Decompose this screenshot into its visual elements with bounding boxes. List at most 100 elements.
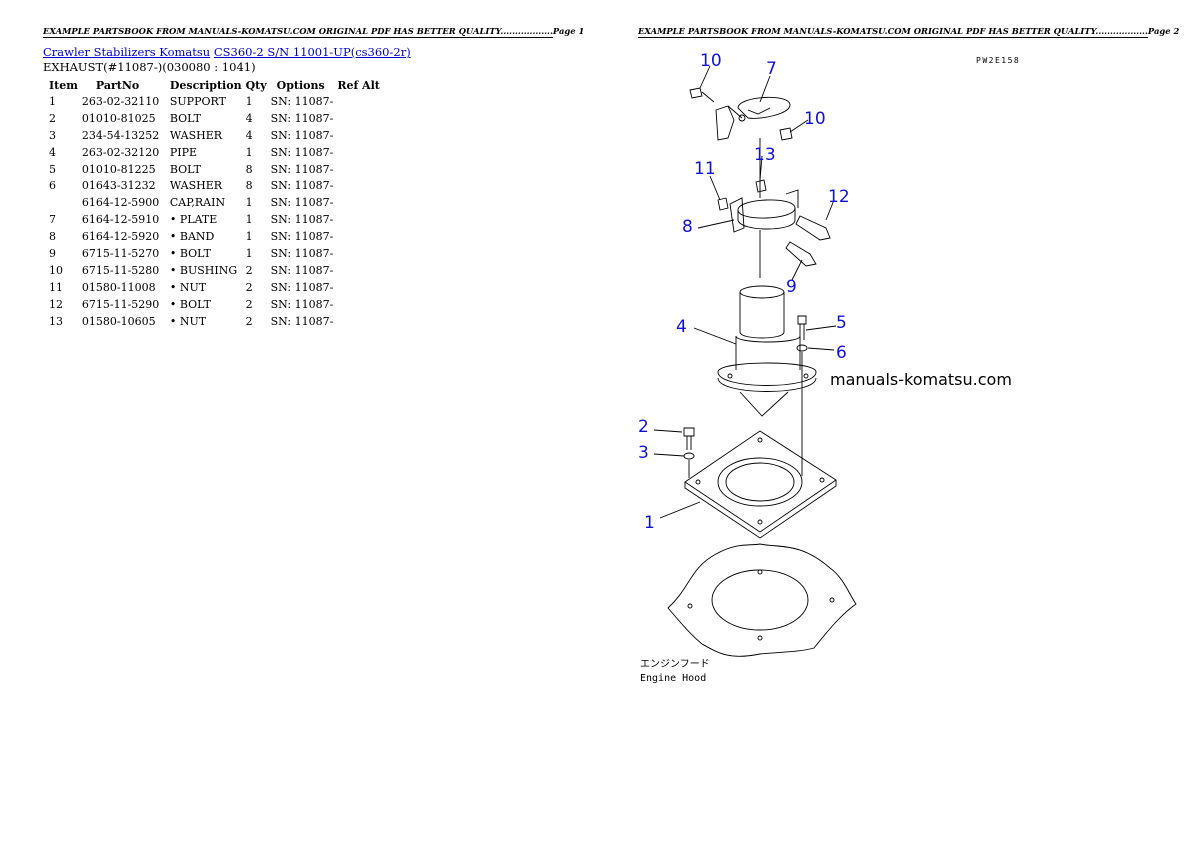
cell-partno: 6164-12-5910 [81, 213, 160, 227]
nut-13 [755, 179, 767, 193]
cell-ref-alt [335, 161, 382, 178]
cell-options: SN: 11087- [270, 230, 334, 244]
caption-english: Engine Hood [640, 673, 706, 684]
breadcrumb-link-serial[interactable]: CS360-2 S/N 11001-UP(cs360-2r) [213, 45, 411, 59]
bolt-9 [785, 241, 817, 267]
cell-qty: 2 [245, 263, 253, 277]
rain-cap-plate [715, 96, 791, 141]
callout-10-top: 10 [700, 51, 722, 71]
bolt-2 [683, 427, 695, 450]
parts-table: Item PartNo Description Qty Options Ref … [46, 77, 382, 329]
cell-item: 2 [49, 111, 56, 125]
cell-qty: 1 [245, 230, 253, 244]
callout-4: 4 [676, 317, 687, 337]
callout-5: 5 [836, 313, 847, 333]
cell-item: 4 [49, 145, 56, 159]
cell-item: 7 [49, 213, 56, 227]
callout-12: 12 [828, 187, 850, 207]
cell-ref-alt [335, 228, 382, 245]
cell-item: 5 [49, 162, 56, 176]
cell-description: • NUT [169, 280, 207, 294]
cell-ref-alt [335, 296, 382, 313]
cell-description: • PLATE [169, 213, 218, 227]
cell-partno: 6164-12-5900 [81, 196, 160, 210]
bolt-12 [795, 215, 831, 241]
cell-item: 13 [49, 314, 63, 328]
nut-11 [717, 197, 729, 211]
page-header-1: EXAMPLE PARTSBOOK FROM MANUALS-KOMATSU.C… [43, 26, 585, 38]
cell-ref-alt [335, 194, 382, 211]
cell-partno: 234-54-13252 [81, 128, 160, 142]
cell-qty: 2 [245, 280, 253, 294]
cell-ref-alt [335, 211, 382, 228]
section-title: EXHAUST(#11087-)(030080 : 1041) [43, 60, 256, 74]
cell-partno: 01580-10605 [81, 314, 156, 328]
cell-partno: 01010-81025 [81, 111, 156, 125]
cell-item: 11 [49, 280, 63, 294]
cell-ref-alt [335, 127, 382, 144]
callout-13: 13 [754, 145, 776, 165]
cell-options: SN: 11087- [270, 162, 334, 176]
cell-options: SN: 11087- [270, 213, 334, 227]
table-row: 8 6164-12-5920 • BAND 1 SN: 11087- [46, 228, 382, 245]
column-header-partno: PartNo [95, 78, 140, 92]
cell-ref-alt [335, 262, 382, 279]
cell-options: SN: 11087- [270, 297, 334, 311]
breadcrumb: Crawler Stabilizers Komatsu CS360-2 S/N … [43, 45, 411, 59]
cell-qty: 1 [245, 94, 253, 108]
cell-description: WASHER [169, 128, 223, 142]
cell-ref-alt [335, 93, 382, 110]
cell-item: 8 [49, 230, 56, 244]
cell-partno: 6715-11-5280 [81, 263, 160, 277]
cell-qty: 1 [245, 213, 253, 227]
cell-ref-alt [335, 313, 382, 330]
cell-options: SN: 11087- [270, 179, 334, 193]
breadcrumb-link-model[interactable]: Crawler Stabilizers Komatsu [43, 45, 211, 59]
cell-ref-alt [335, 144, 382, 161]
callout-10-right: 10 [804, 109, 826, 129]
cell-description: • NUT [169, 314, 207, 328]
cell-partno: 6715-11-5270 [81, 246, 160, 260]
cell-options: SN: 11087- [270, 94, 334, 108]
watermark: manuals-komatsu.com [830, 370, 1012, 389]
cell-ref-alt [335, 110, 382, 127]
cell-description: • BUSHING [169, 263, 238, 277]
column-header-ref-alt: Ref Alt [337, 78, 380, 92]
cell-options: SN: 11087- [270, 111, 334, 125]
cell-options: SN: 11087- [270, 196, 334, 210]
support [684, 430, 837, 539]
cell-item: 10 [49, 263, 63, 277]
cell-partno: 263-02-32110 [81, 94, 160, 108]
callout-9: 9 [786, 277, 797, 297]
cell-description: PIPE [169, 145, 198, 159]
washer-6 [796, 344, 808, 352]
cell-ref-alt [335, 177, 382, 194]
callout-11: 11 [694, 159, 716, 179]
cell-qty: 4 [245, 111, 253, 125]
cell-ref-alt [335, 279, 382, 296]
band [729, 138, 799, 278]
leader-lines [653, 65, 837, 519]
callout-6: 6 [836, 343, 847, 363]
cell-description: SUPPORT [169, 94, 226, 108]
cell-description: • BAND [169, 230, 215, 244]
cell-ref-alt [335, 245, 382, 262]
bushing-left [689, 87, 715, 103]
callout-3: 3 [638, 443, 649, 463]
cell-partno: 01010-81225 [81, 162, 156, 176]
cell-item [46, 194, 80, 211]
cell-description: BOLT [169, 162, 201, 176]
cell-options: SN: 11087- [270, 246, 334, 260]
callout-8: 8 [682, 217, 693, 237]
cell-partno: 263-02-32120 [81, 145, 160, 159]
cell-qty: 1 [245, 246, 253, 260]
cell-partno: 6164-12-5920 [81, 230, 160, 244]
